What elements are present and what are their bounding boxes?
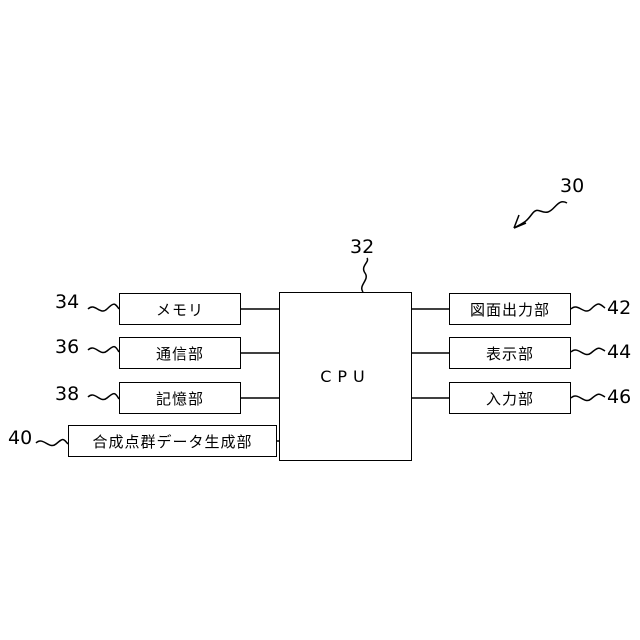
communication-label: 通信部 xyxy=(156,343,204,364)
memory-label: メモリ xyxy=(156,299,204,320)
ref-34: 34 xyxy=(55,292,79,312)
pointcloud-generator-block: 合成点群データ生成部 xyxy=(68,425,277,457)
ref-44: 44 xyxy=(607,342,631,362)
input-block: 入力部 xyxy=(449,382,571,414)
pointcloud-generator-label: 合成点群データ生成部 xyxy=(92,431,252,452)
cpu-label: CPU xyxy=(320,367,371,386)
communication-block: 通信部 xyxy=(119,337,241,369)
leader-46 xyxy=(571,394,605,400)
display-block: 表示部 xyxy=(449,337,571,369)
ref-32: 32 xyxy=(350,237,374,257)
leader-34 xyxy=(88,304,119,311)
storage-block: 記憶部 xyxy=(119,382,241,414)
memory-block: メモリ xyxy=(119,293,241,325)
ref-36: 36 xyxy=(55,337,79,357)
input-label: 入力部 xyxy=(486,388,534,409)
ref-30: 30 xyxy=(560,176,584,196)
drawing-output-label: 図面出力部 xyxy=(470,299,550,320)
ref-42: 42 xyxy=(607,298,631,318)
ref-46: 46 xyxy=(607,387,631,407)
leader-36 xyxy=(88,347,119,353)
display-label: 表示部 xyxy=(486,343,534,364)
leader-42 xyxy=(571,304,605,311)
ref-38: 38 xyxy=(55,384,79,404)
leader-38 xyxy=(88,394,119,400)
leader-40 xyxy=(36,440,68,446)
cpu-block: CPU xyxy=(279,292,412,461)
storage-label: 記憶部 xyxy=(156,388,204,409)
ref-40: 40 xyxy=(8,428,32,448)
drawing-output-block: 図面出力部 xyxy=(449,293,571,325)
leader-44 xyxy=(571,348,605,354)
leader-32 xyxy=(362,258,368,292)
